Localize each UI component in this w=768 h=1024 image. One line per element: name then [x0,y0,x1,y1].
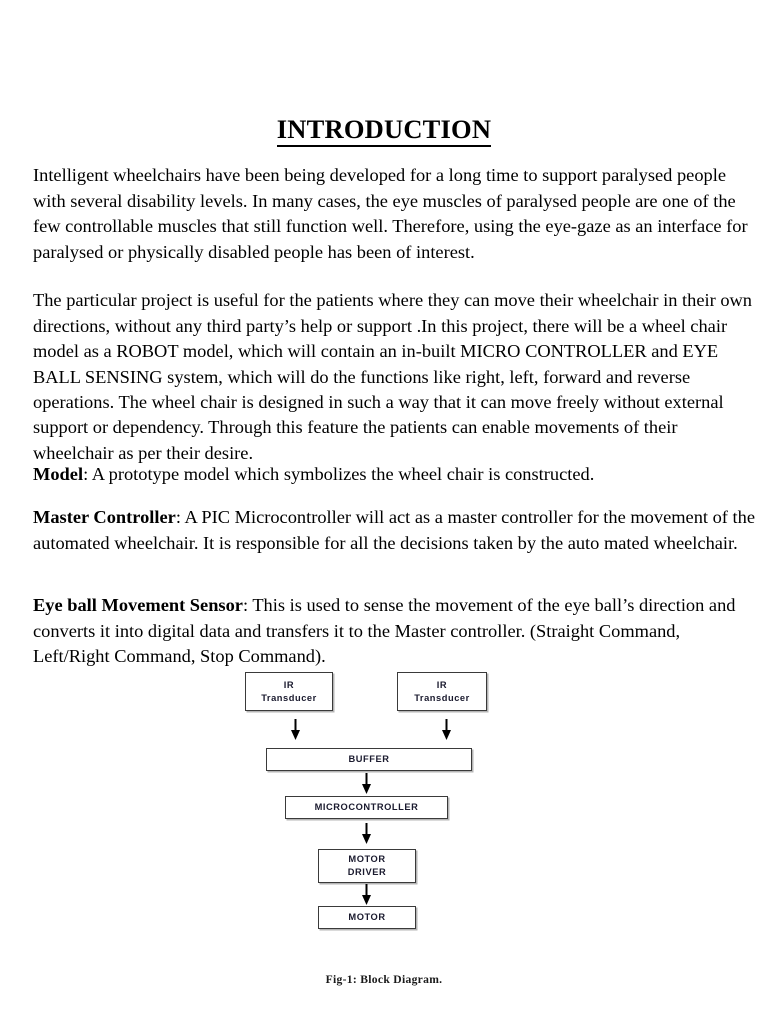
definition-eye-ball-movement-sensor: Eye ball Movement Sensor: This is used t… [33,593,759,669]
definition-term-master-controller: Master Controller [33,507,176,528]
definition-master-controller: Master Controller: A PIC Microcontroller… [33,505,759,556]
block-motor-driver-line2: DRIVER [347,867,387,877]
block-buffer: BUFFER [266,748,472,771]
definition-separator-model: : [83,464,92,485]
definition-separator-eye-ball-movement-sensor: : [242,595,253,616]
block-ir-transducer-right-line1: IR [436,679,448,690]
arrow-down-icon-microcontroller-to-motor-driver [361,823,372,845]
definition-text-master-controller: A PIC Microcontroller will act as a mast… [33,507,755,553]
block-microcontroller: MICROCONTROLLER [285,796,448,819]
definition-term-eye-ball-movement-sensor: Eye ball Movement Sensor [33,595,243,616]
paragraph-intro: Intelligent wheelchairs have been being … [33,165,748,262]
arrow-down-icon-buffer-to-microcontroller [361,773,372,795]
block-ir-transducer-left-line1: IR [283,679,295,690]
page-title-text: INTRODUCTION [276,113,492,147]
block-motor-driver: MOTOR DRIVER [318,849,416,883]
arrow-down-icon-ir-right-to-buffer [441,719,452,741]
block-motor-label: MOTOR [348,912,386,922]
definition-text-model: A prototype model which symbolizes the w… [91,464,595,485]
block-ir-transducer-left-line2: Transducer [261,692,317,703]
block-motor-driver-line1: MOTOR [348,854,386,864]
arrow-down-icon-motor-driver-to-motor [361,884,372,906]
figure-caption: Fig-1: Block Diagram. [325,973,443,986]
block-ir-transducer-right-line2: Transducer [414,692,470,703]
definition-separator-master-controller: : [175,507,185,528]
page-title: INTRODUCTION [0,113,768,147]
block-microcontroller-label: MICROCONTROLLER [314,802,419,812]
block-ir-transducer-left: IR Transducer [245,672,333,711]
paragraph-project: The particular project is useful for the… [33,290,753,463]
definition-term-model: Model [33,464,84,485]
block-diagram-figure: IR Transducer IR Transducer BUFFER MICRO… [0,660,768,1000]
definition-text-eye-ball-movement-sensor: This is used to sense the movement of th… [33,595,736,667]
block-buffer-label: BUFFER [348,754,390,764]
arrow-down-icon-ir-left-to-buffer [290,719,301,741]
definition-model: Model: A prototype model which symbolize… [33,462,759,487]
block-motor: MOTOR [318,906,416,929]
block-ir-transducer-right: IR Transducer [397,672,487,711]
